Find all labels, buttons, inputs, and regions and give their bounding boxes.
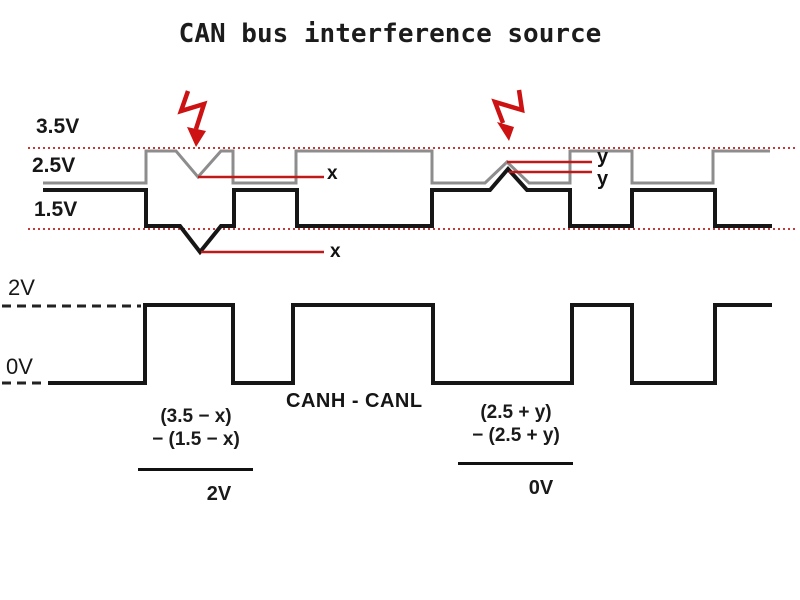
formula-dominant-line1: (3.5 − x) — [160, 406, 232, 427]
spike-annotation-y-canl: y — [597, 168, 609, 190]
level-label-0v: 0V — [6, 354, 33, 379]
formula-recessive-bar — [458, 462, 573, 465]
lightning-bolt-icon-dominant — [177, 90, 208, 147]
dip-annotation-x-canl: x — [330, 241, 341, 262]
diff-waveform-caption: CANH - CANL — [286, 390, 423, 412]
level-label-3v5: 3.5V — [36, 115, 80, 138]
canh-waveform — [43, 149, 770, 185]
formula-recessive-result: 0V — [528, 477, 554, 499]
formula-recessive: (2.5 + y) − (2.5 + y) 0V — [452, 401, 580, 498]
formula-dominant-result: 2V — [206, 483, 232, 505]
level-label-2v: 2V — [8, 275, 35, 300]
formula-dominant-bar — [138, 468, 253, 471]
formula-dominant-line2: − (1.5 − x) — [152, 429, 240, 450]
formula-recessive-line1: (2.5 + y) — [480, 402, 552, 423]
spike-annotation-y-canh: y — [597, 146, 609, 168]
dip-annotation-x-canh: x — [327, 163, 338, 184]
level-label-1v5: 1.5V — [34, 198, 78, 221]
level-label-2v5: 2.5V — [32, 154, 76, 177]
lightning-bolt-icon-recessive — [491, 89, 525, 141]
canl-waveform — [43, 165, 772, 256]
diff-waveform — [48, 303, 772, 385]
formula-recessive-line2: − (2.5 + y) — [472, 425, 560, 446]
formula-dominant: (3.5 − x) − (1.5 − x) 2V — [132, 405, 260, 504]
diagram-title: CAN bus interference source — [178, 19, 602, 49]
